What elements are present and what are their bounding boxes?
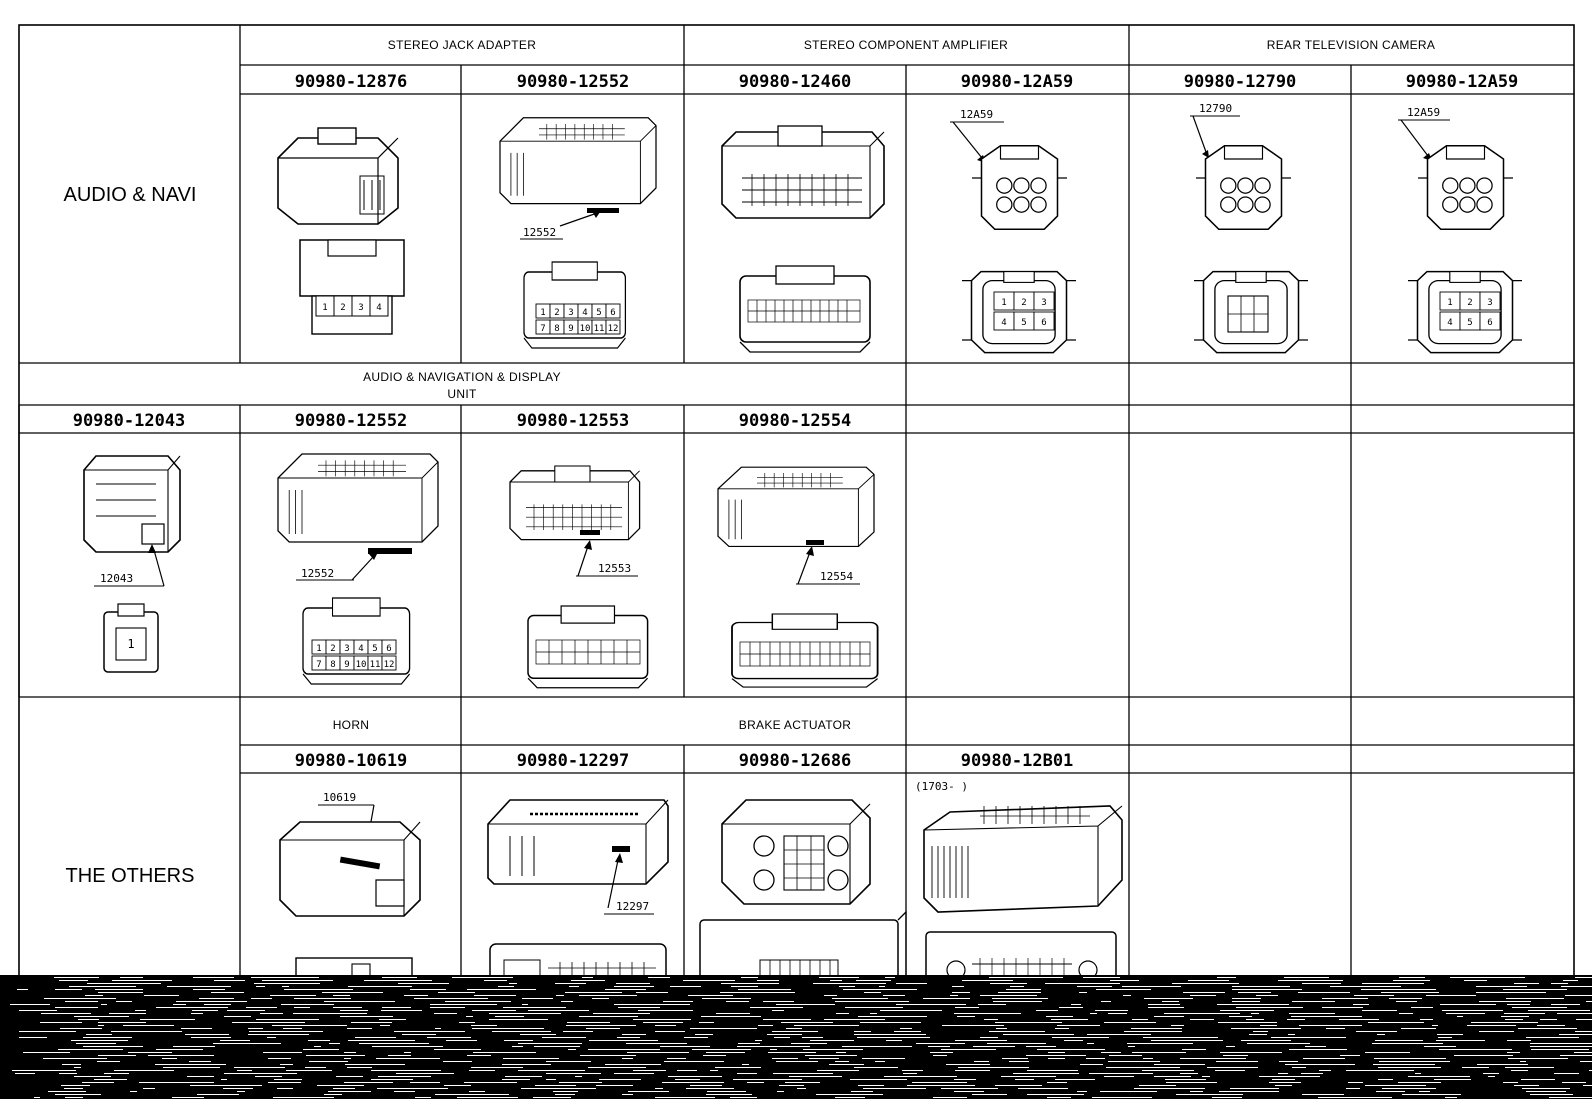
connector-12552-drawing: 12552 1 2 3 4 5 6 7 8 9 10 11 12: [277, 453, 439, 685]
pin-number: 10: [356, 660, 367, 670]
pin-number: 7: [540, 324, 545, 334]
row1-part-numbers: 90980-12876 90980-12552 90980-12460 9098…: [295, 72, 1519, 92]
connector-12043-drawing: 12043 1: [83, 455, 181, 673]
part-number: 90980-12554: [739, 411, 852, 431]
pin-number: 1: [127, 637, 134, 651]
header-brake-actuator: BRAKE ACTUATOR: [739, 718, 851, 732]
pin-number: 1: [1447, 298, 1452, 308]
pin-number: 11: [370, 660, 381, 670]
connector-12876-drawing: 1 2 3 4: [277, 127, 405, 335]
connector-12297-drawing: 12297: [487, 799, 669, 985]
part-number: 90980-10619: [295, 751, 408, 771]
part-number: 90980-12297: [517, 751, 630, 771]
pin-number: 1: [322, 303, 327, 313]
pin-number: 7: [316, 660, 321, 670]
pin-number: 2: [330, 644, 335, 654]
pin-number: 10: [580, 324, 591, 334]
pin-number: 2: [1021, 298, 1026, 308]
pin-number: 2: [340, 303, 345, 313]
header-horn: HORN: [333, 718, 370, 732]
connector-12460-drawing: [721, 125, 885, 353]
callout-12552: 12552: [301, 567, 334, 580]
callout-12a59: 12A59: [1407, 106, 1440, 119]
connector-12554-drawing: 12554: [717, 466, 879, 688]
row3-part-numbers: 90980-10619 90980-12297 90980-12686 9098…: [295, 751, 1074, 771]
pin-number: 2: [554, 308, 559, 318]
pin-number: 5: [1021, 318, 1026, 328]
section-audio-navi: AUDIO & NAVI: [64, 184, 197, 206]
connector-12a59-drawing: 12A59 1 2 3 4 5 6: [950, 108, 1077, 354]
pin-number: 2: [1467, 298, 1472, 308]
callout-12554: 12554: [820, 570, 853, 583]
pin-number: 12: [384, 660, 395, 670]
part-number: 90980-12A59: [1406, 72, 1519, 92]
pin-number: 9: [568, 324, 573, 334]
pin-number: 5: [1467, 318, 1472, 328]
pin-number: 6: [1041, 318, 1046, 328]
callout-12553: 12553: [598, 562, 631, 575]
pin-number: 12: [608, 324, 619, 334]
section-the-others: THE OTHERS: [66, 865, 195, 887]
pin-number: 4: [376, 303, 381, 313]
pin-number: 11: [594, 324, 605, 334]
part-number: 90980-12552: [517, 72, 630, 92]
connector-12686-drawing: [699, 799, 907, 987]
part-number: 90980-12460: [739, 72, 852, 92]
pin-number: 4: [582, 308, 587, 318]
pin-number: 9: [344, 660, 349, 670]
pin-number: 1: [1001, 298, 1006, 308]
part-number: 90980-12043: [73, 411, 186, 431]
pin-number: 8: [330, 660, 335, 670]
part-number: 90980-12686: [739, 751, 852, 771]
date-note: (1703- ): [915, 780, 968, 793]
pin-number: 8: [554, 324, 559, 334]
pin-number: 6: [386, 644, 391, 654]
connector-10619-drawing: 10619: [279, 791, 421, 989]
callout-12297: 12297: [616, 900, 649, 913]
connector-12552-drawing: 12552 1 2 3 4 5 6 7 8 9 10 11 12: [499, 117, 657, 349]
scan-noise-band: [0, 975, 1592, 1099]
pin-number: 6: [610, 308, 615, 318]
part-number: 90980-12A59: [961, 72, 1074, 92]
pin-number: 3: [568, 308, 573, 318]
part-number: 90980-12B01: [961, 751, 1074, 771]
callout-12043: 12043: [100, 572, 133, 585]
callout-12790: 12790: [1199, 102, 1232, 115]
header-rear-television-camera: REAR TELEVISION CAMERA: [1267, 38, 1435, 52]
pin-number: 4: [358, 644, 363, 654]
callout-10619: 10619: [323, 791, 356, 804]
connector-12790-drawing: 12790: [1190, 102, 1309, 354]
pin-number: 5: [372, 644, 377, 654]
pin-number: 6: [1487, 318, 1492, 328]
callout-12a59: 12A59: [960, 108, 993, 121]
pin-number: 1: [316, 644, 321, 654]
header-stereo-jack-adapter: STEREO JACK ADAPTER: [388, 38, 536, 52]
header-audio-nav-display-2: UNIT: [447, 387, 477, 401]
pin-number: 5: [596, 308, 601, 318]
pin-number: 4: [1001, 318, 1006, 328]
pin-number: 1: [540, 308, 545, 318]
header-audio-nav-display-1: AUDIO & NAVIGATION & DISPLAY: [363, 370, 561, 384]
connector-12b01-drawing: (1703- ): [915, 780, 1123, 987]
connector-12553-drawing: 12553: [509, 465, 649, 689]
table-grid: [18, 24, 1575, 986]
part-number: 90980-12553: [517, 411, 630, 431]
pin-number: 4: [1447, 318, 1452, 328]
header-stereo-component-amplifier: STEREO COMPONENT AMPLIFIER: [804, 38, 1008, 52]
connector-12a59-drawing: 12A59 1 2 3 4 5 6: [1398, 106, 1523, 354]
pin-number: 3: [344, 644, 349, 654]
row2-part-numbers: 90980-12043 90980-12552 90980-12553 9098…: [73, 411, 852, 431]
callout-12552: 12552: [523, 226, 556, 239]
pin-number: 3: [1487, 298, 1492, 308]
part-number: 90980-12552: [295, 411, 408, 431]
pin-number: 3: [358, 303, 363, 313]
part-number: 90980-12876: [295, 72, 408, 92]
part-number: 90980-12790: [1184, 72, 1297, 92]
pin-number: 3: [1041, 298, 1046, 308]
